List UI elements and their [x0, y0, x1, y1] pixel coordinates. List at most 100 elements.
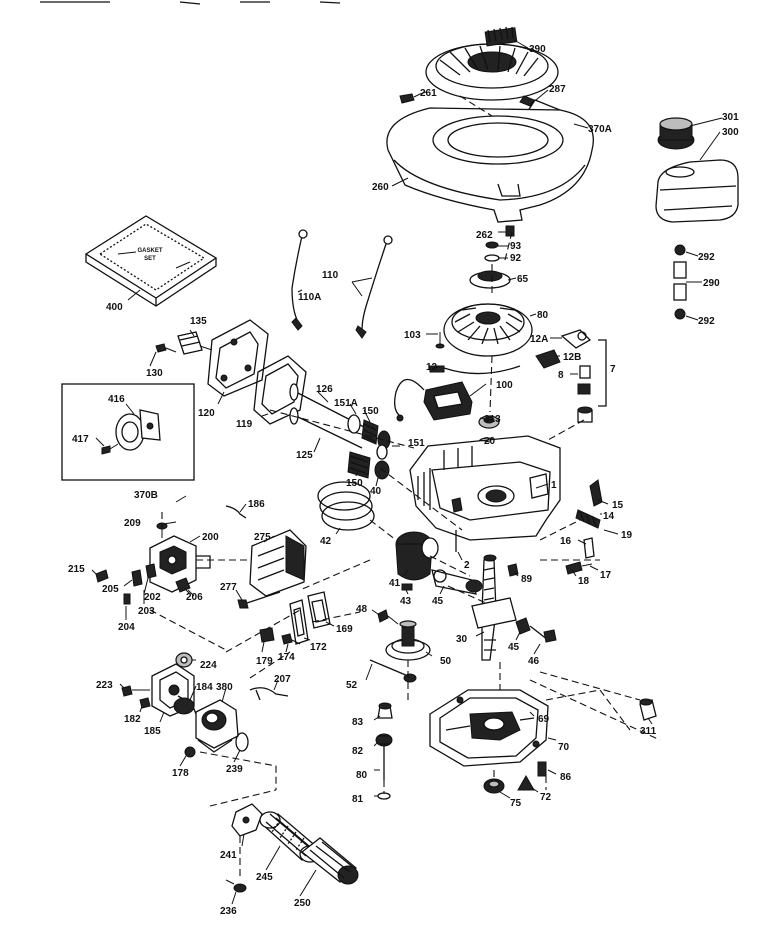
label-223: 223 [96, 680, 113, 691]
label-203: 203 [138, 606, 155, 617]
fuel-tank [655, 159, 739, 223]
label-16: 16 [560, 536, 572, 547]
label-277: 277 [220, 582, 237, 593]
label-19: 19 [621, 530, 633, 541]
label-69: 69 [538, 714, 550, 725]
part-184-380 [173, 697, 239, 753]
label-48: 48 [356, 604, 368, 615]
label-72: 72 [540, 792, 552, 803]
fuel-cap [657, 117, 695, 150]
label-65: 65 [517, 274, 529, 285]
label-7: 7 [610, 364, 616, 375]
label-178: 178 [172, 768, 189, 779]
label-204: 204 [118, 622, 135, 633]
label-262: 262 [476, 230, 493, 241]
label-1: 1 [551, 480, 557, 491]
label-52: 52 [346, 680, 358, 691]
label-241: 241 [220, 850, 237, 861]
carburetor-200 [149, 535, 211, 593]
label-15: 15 [612, 500, 624, 511]
label-103: 103 [404, 330, 421, 341]
label-150-upper: 150 [362, 406, 379, 417]
label-290: 290 [703, 278, 720, 289]
hub-65 [469, 270, 511, 289]
label-150-lower: 150 [346, 478, 363, 489]
blower-housing [386, 107, 594, 223]
label-236: 236 [220, 906, 237, 917]
link-186 [225, 505, 247, 519]
label-14: 14 [603, 511, 615, 522]
label-119: 119 [236, 419, 253, 430]
wrist-pin-43 [401, 583, 413, 591]
label-185: 185 [144, 726, 161, 737]
label-179: 179 [256, 656, 273, 667]
cylinder-block [409, 435, 561, 541]
screws-45-46 [515, 617, 557, 643]
label-301: 301 [722, 112, 739, 123]
label-120: 120 [198, 408, 215, 419]
label-89: 89 [521, 574, 533, 585]
label-100: 100 [496, 380, 513, 391]
label-80: 80 [537, 310, 549, 321]
gasket-set-box: GASKET SET [84, 215, 218, 307]
piston [395, 531, 439, 581]
label-184: 184 [196, 682, 213, 693]
screw-287 [519, 95, 535, 107]
label-151A: 151A [334, 398, 358, 409]
label-80-lower: 80 [356, 770, 368, 781]
gasket-119 [253, 355, 307, 425]
washers-93-92 [484, 241, 500, 262]
label-12A: 12A [530, 334, 548, 345]
sump-70 [429, 689, 549, 767]
bracket-7 [598, 339, 607, 407]
label-8: 8 [558, 370, 564, 381]
label-151: 151 [408, 438, 425, 449]
valve-spring-upper [347, 414, 391, 450]
label-30: 30 [456, 634, 468, 645]
label-215: 215 [68, 564, 85, 575]
shaft-52 [369, 659, 417, 683]
part-labels: 390 287 261 370A 301 300 260 262 93 92 2… [68, 44, 739, 917]
fuel-line-parts [673, 244, 687, 320]
spark-plug-135 [177, 331, 213, 355]
label-126: 126 [316, 384, 333, 395]
label-287: 287 [549, 84, 566, 95]
gasket-set-line1: GASKET [137, 248, 162, 254]
link-207 [249, 687, 289, 701]
piston-rings [317, 481, 375, 531]
screw-178 [184, 746, 196, 758]
gasket-224 [175, 652, 193, 668]
label-41: 41 [389, 578, 401, 589]
label-370A: 370A [588, 124, 612, 135]
ignition-module [394, 378, 473, 422]
label-110: 110 [322, 270, 339, 281]
label-417: 417 [72, 434, 89, 445]
label-202: 202 [144, 592, 161, 603]
dashed-leaders [149, 95, 661, 880]
label-135: 135 [190, 316, 207, 327]
label-42: 42 [320, 536, 332, 547]
label-83: 83 [352, 717, 364, 728]
screw-48 [377, 609, 399, 625]
label-17: 17 [600, 570, 612, 581]
screw-277 [237, 591, 281, 609]
label-40: 40 [370, 486, 382, 497]
cam-gear-50 [385, 620, 431, 661]
label-12B: 12B [563, 352, 581, 363]
label-400: 400 [106, 302, 123, 313]
label-390: 390 [529, 44, 546, 55]
plug-72 [517, 774, 535, 791]
ring-239 [235, 732, 249, 752]
label-130: 130 [146, 368, 163, 379]
label-86: 86 [560, 772, 572, 783]
label-174: 174 [278, 652, 295, 663]
crankshaft [471, 554, 517, 661]
label-82: 82 [352, 746, 364, 757]
label-186: 186 [248, 499, 265, 510]
label-70: 70 [558, 742, 570, 753]
label-250: 250 [294, 898, 311, 909]
label-245: 245 [256, 872, 273, 883]
label-18: 18 [578, 576, 590, 587]
